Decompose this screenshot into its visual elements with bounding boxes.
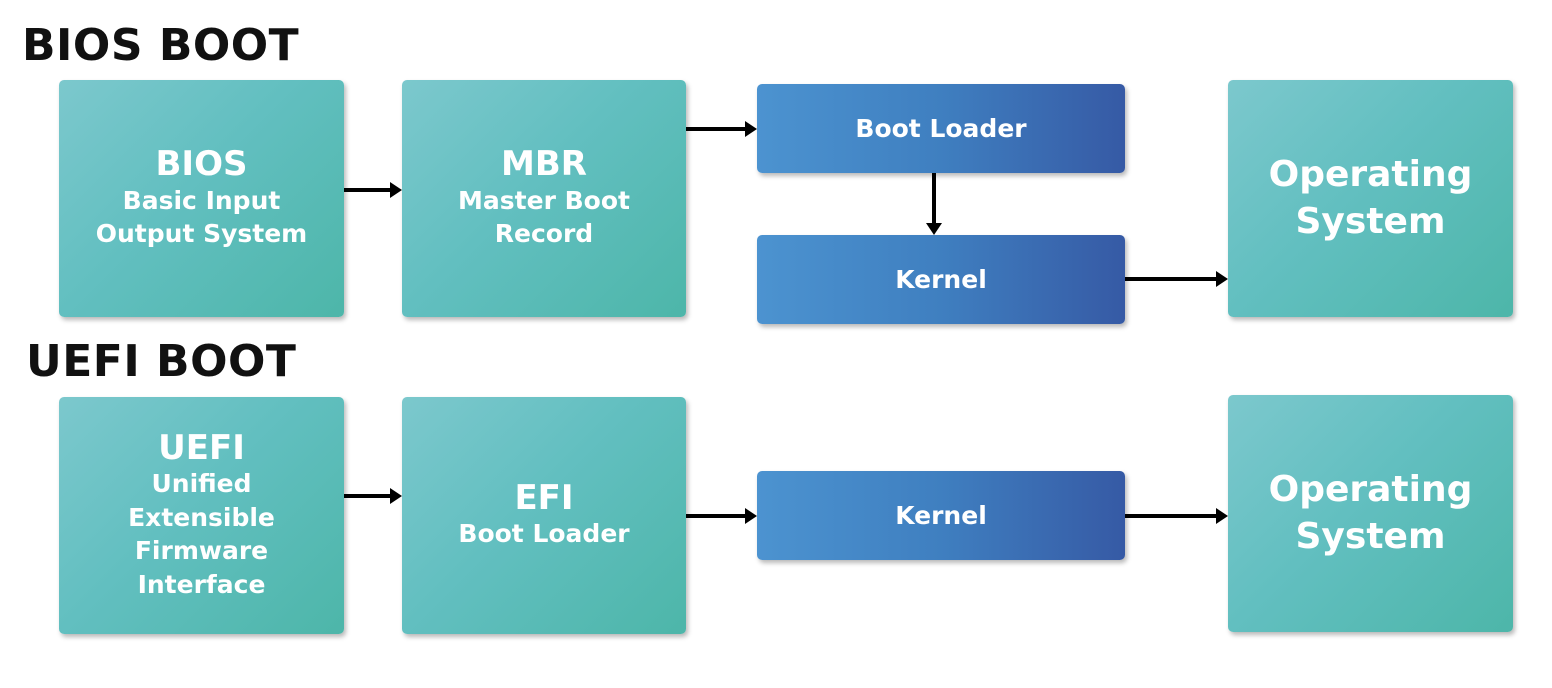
uefi-operating-system-box: Operating System bbox=[1228, 395, 1513, 632]
bios-operating-system-box: Operating System bbox=[1228, 80, 1513, 317]
bios-box-title: BIOS bbox=[155, 144, 248, 185]
bios-boot-title: BIOS BOOT bbox=[22, 20, 300, 71]
mbr-box-title: MBR bbox=[501, 144, 587, 185]
bios-operating-system-label: Operating System bbox=[1268, 153, 1473, 242]
arrow-kernel-to-os-uefi-head bbox=[1216, 508, 1228, 524]
uefi-box-subtitle: Unified Extensible Firmware Interface bbox=[128, 469, 275, 599]
arrow-kernel-to-os-bios-head bbox=[1216, 271, 1228, 287]
bios-box-subtitle: Basic Input Output System bbox=[95, 185, 308, 249]
mbr-box: MBR Master Boot Record bbox=[402, 80, 686, 317]
arrow-mbr-to-boot-loader-head bbox=[745, 121, 757, 137]
uefi-box: UEFI Unified Extensible Firmware Interfa… bbox=[59, 397, 344, 634]
arrow-bios-to-mbr-head bbox=[390, 182, 402, 198]
arrow-efi-to-kernel-head bbox=[745, 508, 757, 524]
efi-box-title: EFI bbox=[514, 478, 574, 519]
uefi-boot-title: UEFI BOOT bbox=[26, 336, 297, 387]
bios-kernel-box: Kernel bbox=[757, 235, 1125, 324]
uefi-kernel-box: Kernel bbox=[757, 471, 1125, 560]
boot-loader-box: Boot Loader bbox=[757, 84, 1125, 173]
efi-box: EFI Boot Loader bbox=[402, 397, 686, 634]
arrow-uefi-to-efi-head bbox=[390, 488, 402, 504]
efi-box-subtitle: Boot Loader bbox=[458, 519, 630, 549]
uefi-box-title: UEFI bbox=[158, 427, 245, 468]
arrow-boot-loader-to-kernel-head bbox=[926, 223, 942, 235]
bios-box: BIOS Basic Input Output System bbox=[59, 80, 344, 317]
mbr-box-subtitle: Master Boot Record bbox=[458, 185, 630, 249]
uefi-kernel-label: Kernel bbox=[895, 500, 987, 530]
uefi-operating-system-label: Operating System bbox=[1268, 468, 1473, 557]
bios-kernel-label: Kernel bbox=[895, 264, 987, 294]
boot-loader-label: Boot Loader bbox=[855, 113, 1027, 143]
